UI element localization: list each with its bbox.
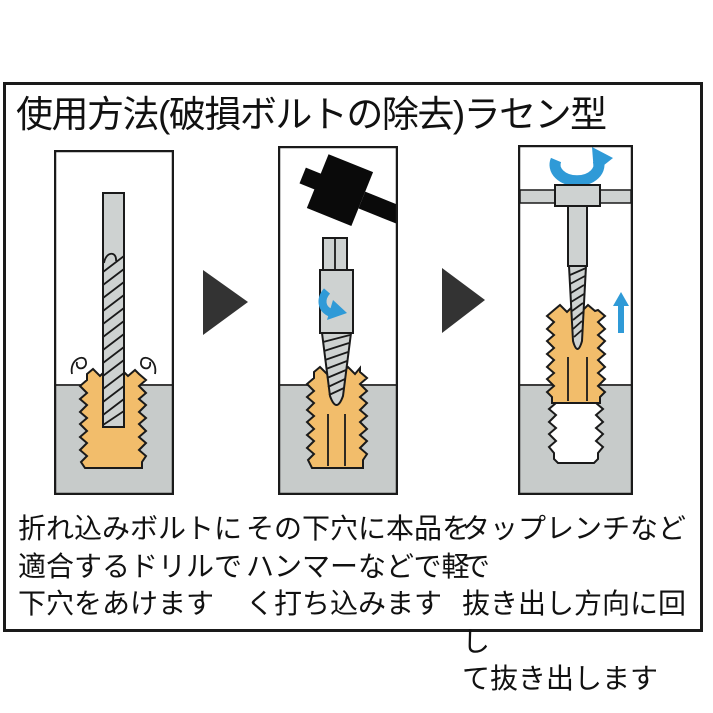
step1-illustration xyxy=(54,150,174,495)
extractor-flutes xyxy=(569,267,587,338)
pilot-hole-walls xyxy=(567,357,588,401)
up-arrow-icon xyxy=(613,292,629,333)
drill-flutes xyxy=(102,255,125,426)
step-arrow-icon xyxy=(203,270,248,335)
step2-caption: その下穴に本品を ハンマーなどで軽 く打ち込みます xyxy=(246,513,471,619)
step3-illustration xyxy=(518,145,633,495)
hammer-icon xyxy=(299,154,398,232)
broken-bolt xyxy=(545,303,607,404)
step-arrow-icon xyxy=(442,268,485,333)
step1-caption: 折れ込みボルトに 適合するドリルで 下穴をあけます xyxy=(18,513,243,619)
broken-bolt xyxy=(305,365,369,469)
pilot-hole-walls xyxy=(327,414,346,466)
drill-bit-icon xyxy=(102,192,125,428)
step2-illustration xyxy=(278,146,398,495)
extractor-flutes xyxy=(322,334,351,396)
step3-caption: タップレンチなどで 抜き出し方向に回し て抜き出します xyxy=(462,513,687,694)
metal-chips-icon xyxy=(70,356,157,375)
screw-extractor-icon xyxy=(567,265,588,350)
panel-border xyxy=(518,145,633,495)
unscrew-rotation-arrow-icon xyxy=(549,147,613,187)
panel-border xyxy=(278,146,398,495)
tap-wrench-icon xyxy=(519,184,632,267)
empty-threaded-hole xyxy=(547,402,605,464)
diagram-title: 使用方法(破損ボルトの除去)ラセン型 xyxy=(16,94,607,135)
panel-border xyxy=(54,150,174,495)
tap-in-rotation-arrow-icon xyxy=(318,288,347,320)
